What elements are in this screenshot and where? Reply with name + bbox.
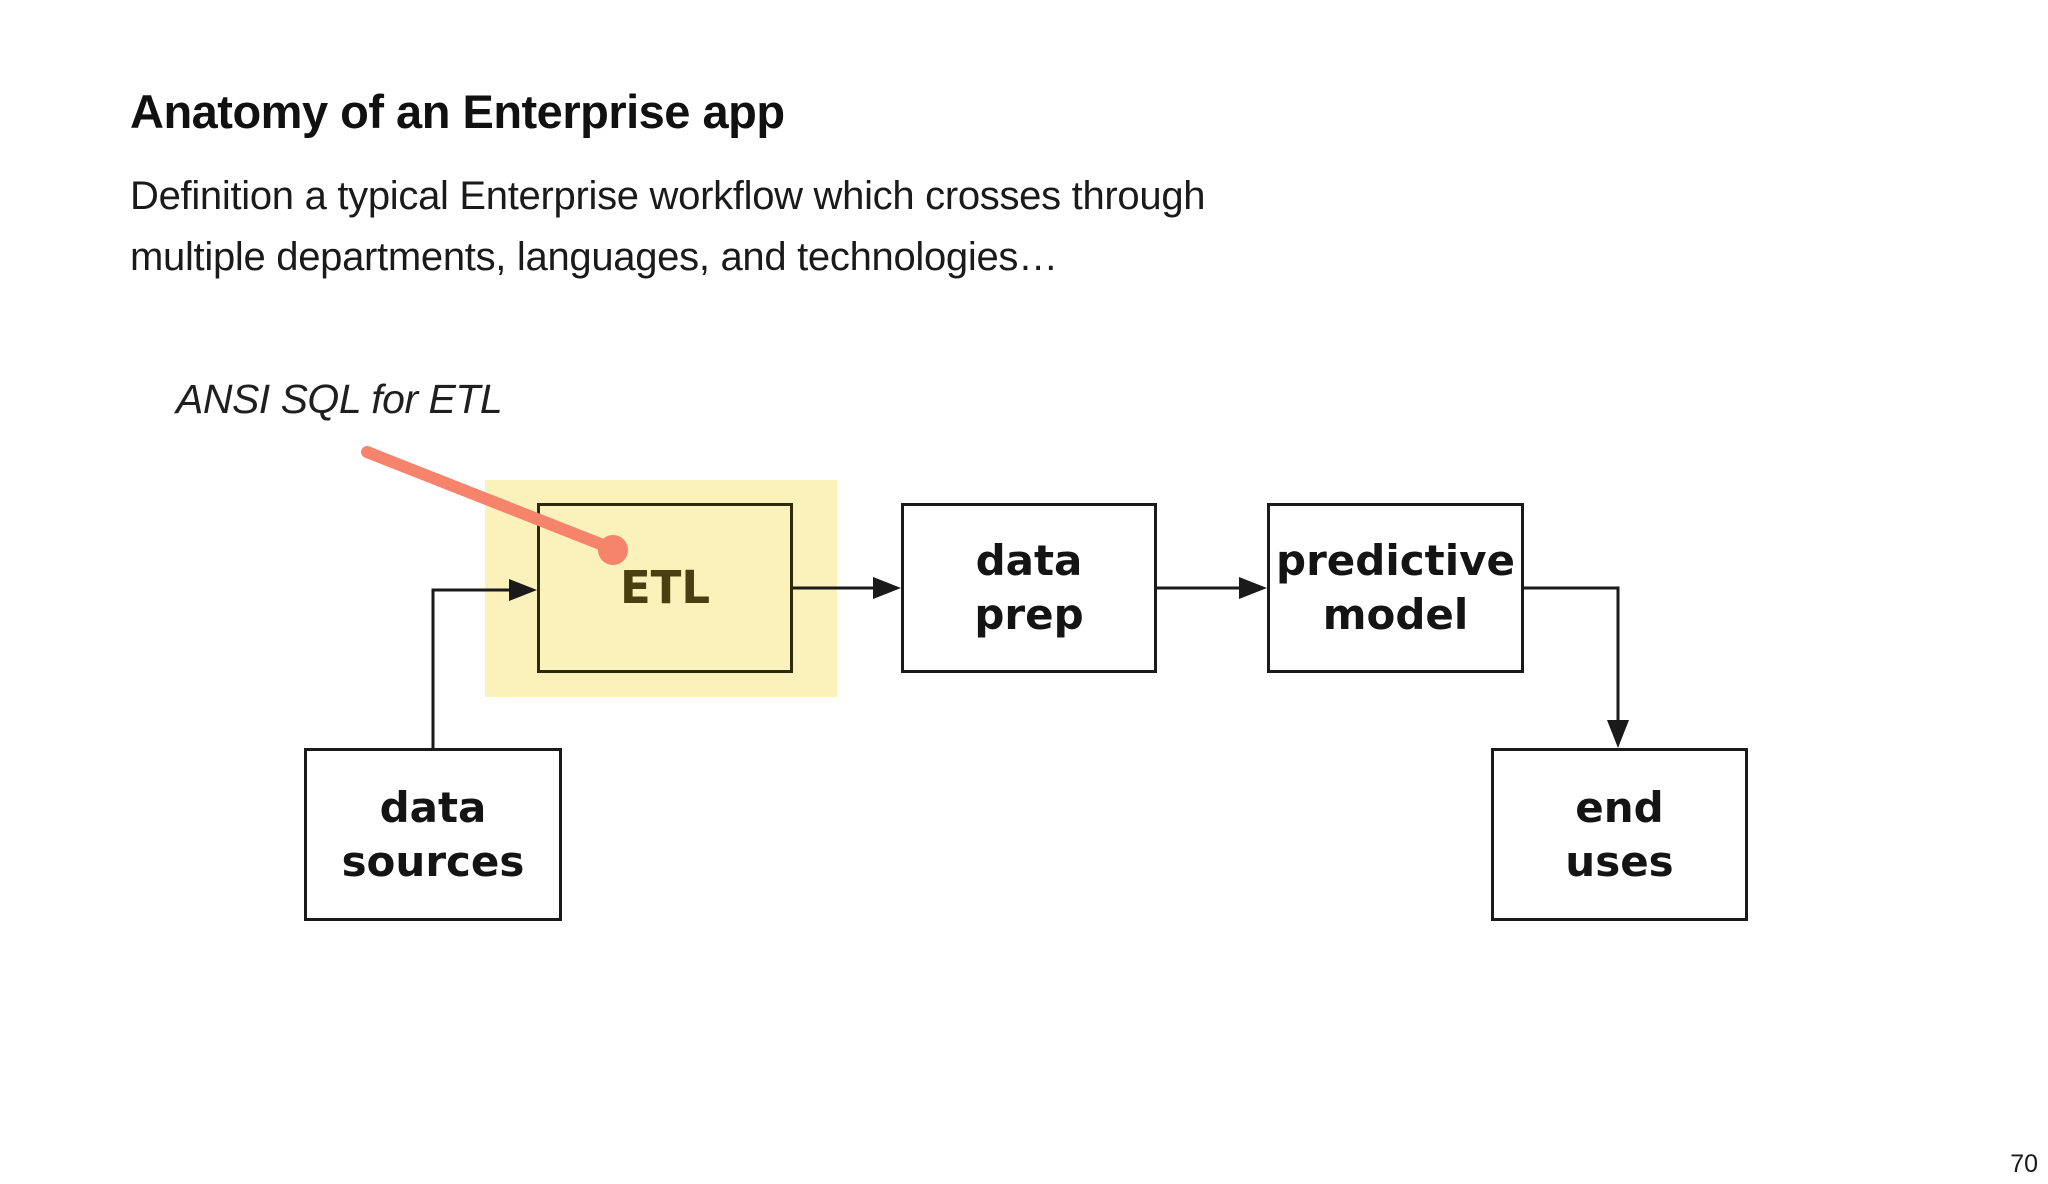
page-title: Anatomy of an Enterprise app [130, 85, 785, 138]
node-data-prep-label: data prep [974, 536, 1084, 639]
arrowhead-into-end-uses-icon [1607, 720, 1629, 748]
annotation-arrow-line [361, 446, 614, 553]
arrowhead-into-etl-icon [509, 579, 537, 601]
node-predictive-model-label: predictive model [1276, 536, 1515, 639]
arrowhead-into-predictive-model-icon [1239, 577, 1267, 599]
node-predictive-model: predictive model [1267, 503, 1524, 673]
node-etl: ETL [537, 503, 793, 673]
node-data-sources: data sources [304, 748, 562, 921]
slide-subtitle: Definition a typical Enterprise workflow… [130, 174, 1206, 279]
node-end-uses: end uses [1491, 748, 1748, 921]
connector-data-sources-to-etl [431, 588, 512, 748]
page-number: 70 [2010, 1150, 2038, 1178]
annotation-arrow-dot-icon [598, 535, 628, 565]
node-end-uses-label: end uses [1565, 782, 1674, 886]
arrowhead-into-data-prep-icon [873, 577, 901, 599]
node-data-prep: data prep [901, 503, 1157, 673]
annotation-label: ANSI SQL for ETL [176, 376, 503, 422]
node-etl-label: ETL [619, 561, 711, 614]
node-data-sources-label: data sources [341, 782, 525, 886]
connector-predictive-model-to-end-uses [1524, 586, 1620, 724]
